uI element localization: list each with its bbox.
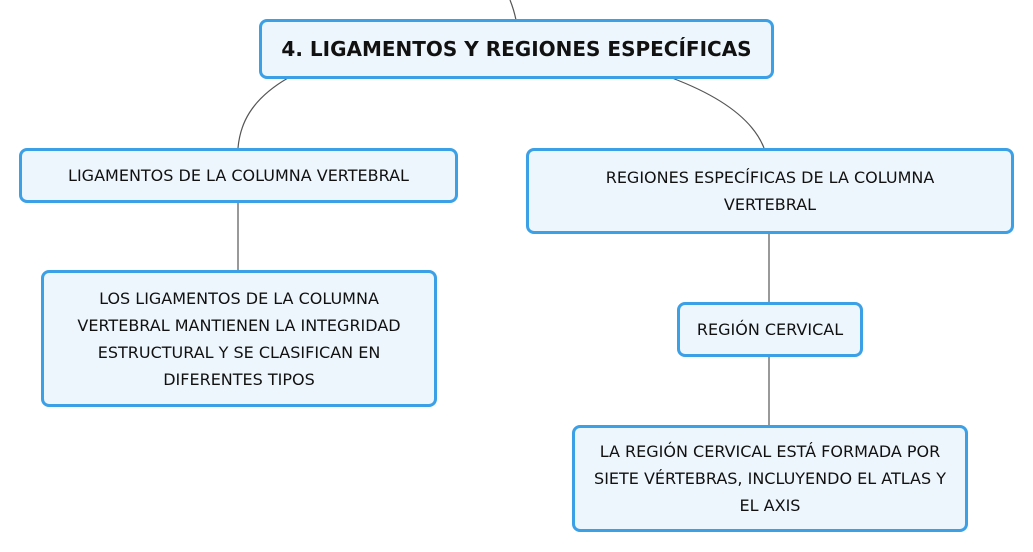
regiones-label: REGIONES ESPECÍFICAS DE LA COLUMNA VERTE… (605, 168, 935, 214)
region-cervical-description-label: LA REGIÓN CERVICAL ESTÁ FORMADA POR SIET… (594, 442, 946, 515)
root-topic-label: 4. LIGAMENTOS Y REGIONES ESPECÍFICAS (281, 36, 752, 61)
region-cervical-label: REGIÓN CERVICAL (696, 320, 844, 339)
root-topic-node[interactable]: 4. LIGAMENTOS Y REGIONES ESPECÍFICAS (259, 19, 774, 79)
region-cervical-node[interactable]: REGIÓN CERVICAL (677, 302, 863, 357)
connector-root-to-ligamentos (237, 77, 289, 149)
ligamentos-node[interactable]: LIGAMENTOS DE LA COLUMNA VERTEBRAL (19, 148, 458, 203)
connector-root-to-regiones (671, 77, 765, 149)
regiones-node[interactable]: REGIONES ESPECÍFICAS DE LA COLUMNA VERTE… (526, 148, 1014, 234)
region-cervical-description-node[interactable]: LA REGIÓN CERVICAL ESTÁ FORMADA POR SIET… (572, 425, 968, 532)
ligamentos-description-label: LOS LIGAMENTOS DE LA COLUMNA VERTEBRAL M… (77, 288, 401, 389)
ligamentos-description-node[interactable]: LOS LIGAMENTOS DE LA COLUMNA VERTEBRAL M… (41, 270, 437, 407)
ligamentos-label: LIGAMENTOS DE LA COLUMNA VERTEBRAL (68, 166, 409, 185)
connector-parent-to-root (509, 0, 517, 21)
